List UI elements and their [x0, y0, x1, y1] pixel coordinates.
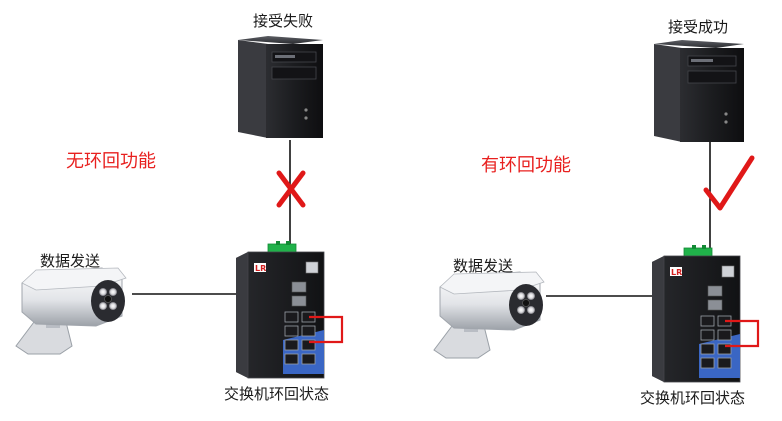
server-status-label: 接受成功 — [668, 18, 729, 36]
camera-label: 数据发送 — [453, 257, 514, 275]
switch-state-label: 交换机环回状态 — [224, 385, 330, 403]
left-panel: LR — [15, 36, 344, 379]
switch: LR — [652, 245, 760, 383]
loopback-cable — [309, 315, 344, 344]
loopback-cable — [725, 319, 760, 348]
cross-icon — [276, 170, 306, 208]
svg-text:LR: LR — [255, 264, 266, 273]
switch: LR — [236, 241, 344, 379]
server-tower — [238, 36, 323, 138]
loop-function-label: 无环回功能 — [66, 151, 156, 172]
svg-text:LR: LR — [671, 268, 682, 277]
loop-function-label: 有环回功能 — [481, 155, 571, 176]
server-status-label: 接受失败 — [253, 12, 314, 30]
switch-state-label: 交换机环回状态 — [640, 389, 746, 407]
camera — [15, 267, 127, 355]
camera-label: 数据发送 — [40, 252, 101, 270]
check-icon — [703, 155, 755, 211]
server-tower — [654, 40, 744, 142]
right-panel: LR — [433, 40, 760, 383]
camera — [433, 271, 545, 359]
